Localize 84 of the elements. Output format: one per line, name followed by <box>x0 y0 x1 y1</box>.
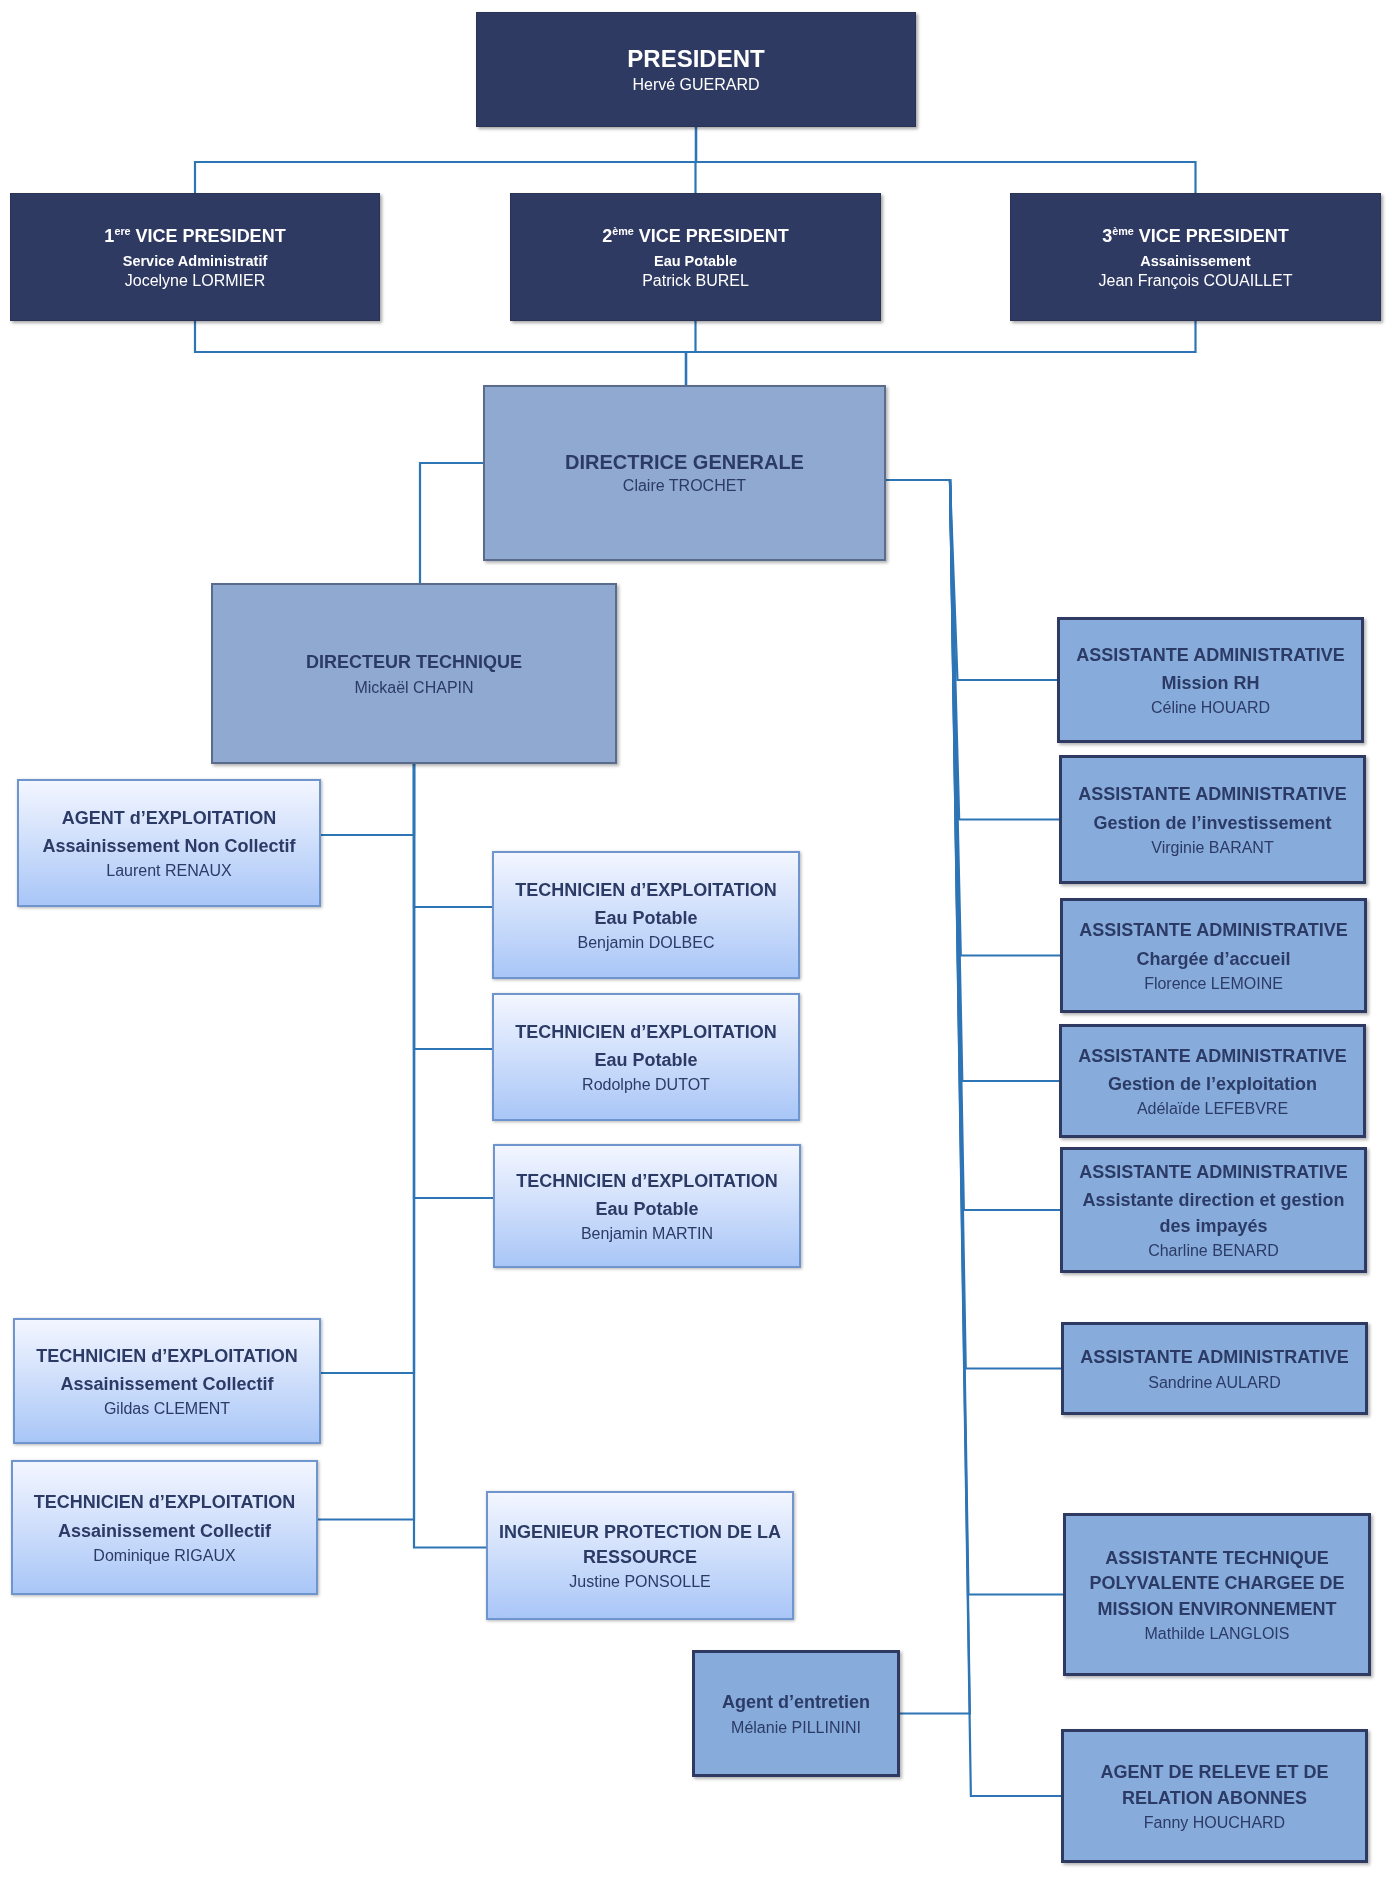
org-box <box>1010 193 1381 321</box>
person-name: Florence LEMOINE <box>1144 974 1283 993</box>
org-box <box>483 385 886 561</box>
org-box <box>11 1460 318 1595</box>
person-name: Mélanie PILLININI <box>731 1718 861 1737</box>
role-title: Chargée d’accueil <box>1136 947 1291 971</box>
person-name: Claire TROCHET <box>622 477 747 495</box>
role-title: Gestion de l’exploitation <box>1108 1073 1317 1096</box>
person-name: Adélaïde LEFEBVRE <box>1136 1100 1289 1119</box>
person-name: Gildas CLEMENT <box>103 1400 231 1419</box>
person-name: Céline HOUARD <box>1150 699 1271 718</box>
role-title: ASSISTANTE ADMINISTRATIVE <box>1080 1346 1349 1370</box>
person-name: Benjamin DOLBEC <box>577 934 715 953</box>
role-title: Eau Potable <box>594 1049 698 1072</box>
role-title: Assainissement Non Collectif <box>42 835 296 858</box>
role-title: AGENT d’EXPLOITATION <box>61 806 277 830</box>
role-title: Eau Potable <box>594 907 698 930</box>
role-title: TECHNICIEN d’EXPLOITATION <box>515 1020 777 1044</box>
org-box <box>13 1318 321 1444</box>
person-name: Fanny HOUCHARD <box>1143 1813 1286 1832</box>
role-title: ASSISTANTE ADMINISTRATIVE <box>1076 643 1345 667</box>
person-name: Patrick BUREL <box>642 271 749 290</box>
person-name: Virginie BARANT <box>1151 838 1274 857</box>
org-box <box>1057 617 1364 743</box>
role-title: TECHNICIEN d’EXPLOITATION <box>515 878 777 902</box>
org-box <box>486 1491 794 1620</box>
org-box <box>211 583 617 764</box>
org-box <box>1060 1147 1367 1273</box>
role-title: Assainissement <box>1140 252 1251 269</box>
role-title: PRESIDENT <box>627 45 765 73</box>
person-name: Rodolphe DUTOT <box>582 1076 710 1095</box>
role-title: Assainissement Collectif <box>57 1519 272 1543</box>
person-name: Charline BENARD <box>1148 1241 1279 1260</box>
role-title: ASSISTANTE ADMINISTRATIVE <box>1079 919 1348 943</box>
role-title: AGENT DE RELEVE ET DE RELATION ABONNES <box>1099 1761 1330 1810</box>
role-title: Service Administratif <box>122 252 268 269</box>
role-title: TECHNICIEN d’EXPLOITATION <box>33 1491 296 1515</box>
role-title: Assistante direction et gestion des impayés <box>1081 1189 1346 1238</box>
org-box <box>1061 1729 1368 1863</box>
org-box <box>1059 1024 1366 1138</box>
role-title: Mission RH <box>1161 672 1260 695</box>
role-title: ASSISTANTE TECHNIQUE POLYVALENTE CHARGEE DE MISSION ENVIRONNEMENT <box>1088 1547 1346 1621</box>
person-name: Mickaël CHAPIN <box>354 678 474 697</box>
org-box <box>476 12 916 127</box>
role-title: 3$^{ème}$ VICE PRESIDENT <box>1102 224 1289 249</box>
org-box <box>1061 1322 1368 1415</box>
person-name: Justine PONSOLLE <box>569 1573 711 1592</box>
person-name: Laurent RENAUX <box>106 862 232 881</box>
role-title: DIRECTEUR TECHNIQUE <box>306 651 522 675</box>
role-title: ASSISTANTE ADMINISTRATIVE <box>1079 1161 1348 1185</box>
role-title: ASSISTANTE ADMINISTRATIVE <box>1078 1044 1347 1068</box>
org-box <box>17 779 321 907</box>
role-title: Eau Potable <box>654 252 737 269</box>
org-box <box>1059 755 1366 884</box>
person-name: Dominique RIGAUX <box>93 1546 236 1565</box>
org-box <box>492 851 800 979</box>
org-box <box>1063 1513 1371 1676</box>
role-title: Gestion de l’investissement <box>1093 811 1332 835</box>
person-name: Benjamin MARTIN <box>580 1225 714 1244</box>
role-title: ASSISTANTE ADMINISTRATIVE <box>1078 783 1347 807</box>
connector-line <box>694 127 1197 193</box>
org-box <box>692 1650 900 1777</box>
org-box <box>492 993 800 1121</box>
person-name: Jocelyne LORMIER <box>124 271 266 290</box>
person-name: Sandrine AULARD <box>1148 1373 1281 1392</box>
role-title: Eau Potable <box>595 1198 699 1221</box>
connector-line <box>418 461 483 583</box>
org-box <box>1060 898 1367 1013</box>
connector-line <box>684 321 1197 385</box>
connector-line <box>412 764 486 1549</box>
role-title: INGENIEUR PROTECTION DE LA RESSOURCE <box>498 1520 782 1569</box>
role-title: 1$^{ere}$ VICE PRESIDENT <box>104 224 286 249</box>
org-box <box>493 1144 801 1268</box>
role-title: Assainissement Collectif <box>60 1373 274 1396</box>
role-title: TECHNICIEN d’EXPLOITATION <box>516 1169 778 1193</box>
org-box <box>10 193 380 321</box>
role-title: 2$^{ème}$ VICE PRESIDENT <box>602 224 789 249</box>
person-name: Jean François COUAILLET <box>1098 271 1293 290</box>
role-title: DIRECTRICE GENERALE <box>565 451 804 474</box>
org-box <box>510 193 881 321</box>
person-name: Hervé GUERARD <box>632 76 760 94</box>
person-name: Mathilde LANGLOIS <box>1144 1624 1290 1643</box>
role-title: TECHNICIEN d’EXPLOITATION <box>36 1344 298 1368</box>
role-title: Agent d’entretien <box>722 1691 870 1715</box>
